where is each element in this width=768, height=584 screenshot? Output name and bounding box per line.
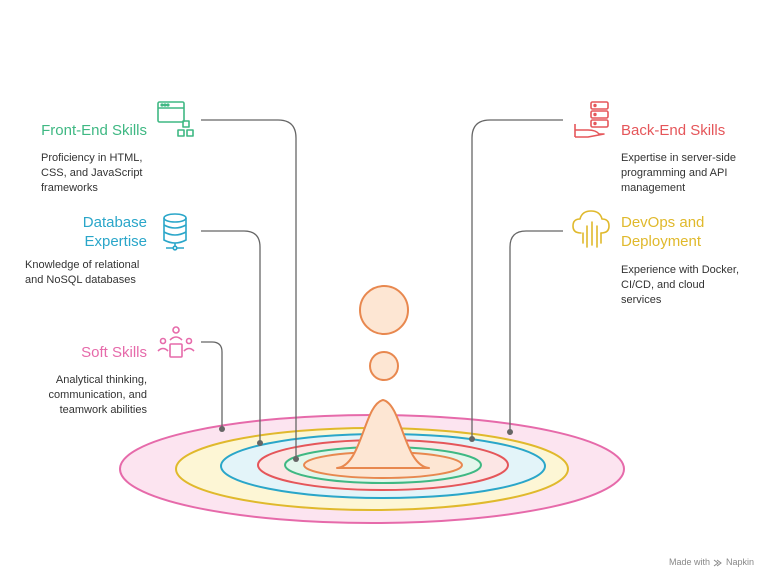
soft-skills-description-line: Analytical thinking, (55, 374, 147, 386)
devops-description-line: Experience with Docker, (621, 264, 739, 276)
database-description: Knowledge of relational and NoSQL databa… (25, 258, 139, 288)
backend-title: Back-End Skills (621, 122, 726, 139)
database-description-line: and NoSQL databases (25, 274, 136, 286)
database-title-line: Expertise (84, 233, 147, 250)
splash-peak (336, 399, 430, 469)
server-hand-icon (574, 101, 609, 138)
frontend-description: Proficiency in HTML, CSS, and JavaScript… (41, 151, 143, 196)
backend-description: Expertise in server-side programming and… (621, 151, 736, 196)
droplet-large (359, 285, 409, 335)
soft-skills-title: Soft Skills (81, 344, 147, 361)
devops-title-line: DevOps and (621, 214, 705, 231)
backend-description-line: programming and API (621, 167, 728, 179)
connector-database (201, 230, 261, 443)
connector-dot-database (257, 440, 263, 446)
devops-description-line: CI/CD, and cloud (621, 279, 705, 291)
backend-description-line: management (621, 182, 686, 194)
database-icon (163, 213, 187, 251)
soft-skills-description: Analytical thinking, communication, and … (49, 373, 147, 418)
napkin-brand: Napkin (725, 557, 754, 567)
database-title: Database Expertise (83, 213, 147, 251)
frontend-description-line: CSS, and JavaScript (41, 167, 143, 179)
devops-description: Experience with Docker, CI/CD, and cloud… (621, 263, 739, 308)
connector-backend (471, 119, 563, 439)
devops-title-line: Deployment (621, 233, 702, 250)
team-icon (157, 326, 195, 358)
frontend-title: Front-End Skills (41, 122, 147, 139)
connector-dot-backend (469, 436, 475, 442)
database-description-line: Knowledge of relational (25, 259, 140, 271)
frontend-description-line: Proficiency in HTML, (41, 152, 143, 164)
cloud-deploy-icon (572, 210, 610, 248)
soft-skills-description-line: teamwork abilities (59, 404, 147, 416)
connector-dot-devops (507, 429, 513, 435)
connector-dot-soft (219, 426, 225, 432)
droplet-small (369, 351, 399, 381)
connector-dot-frontend (293, 456, 299, 462)
connector-frontend (201, 119, 297, 459)
soft-skills-description-line: communication, and (48, 389, 147, 401)
browser-window-icon (157, 101, 194, 137)
napkin-logo-icon (713, 559, 722, 567)
database-title-line: Database (82, 214, 147, 231)
connector-soft (201, 341, 223, 429)
devops-description-line: services (621, 294, 662, 306)
devops-title: DevOps and Deployment (621, 213, 704, 251)
made-with-napkin-footer: Made with Napkin (669, 557, 754, 567)
made-with-label: Made with (668, 557, 710, 567)
backend-description-line: Expertise in server-side (621, 152, 736, 164)
connector-devops (509, 230, 563, 432)
frontend-description-line: frameworks (41, 182, 98, 194)
